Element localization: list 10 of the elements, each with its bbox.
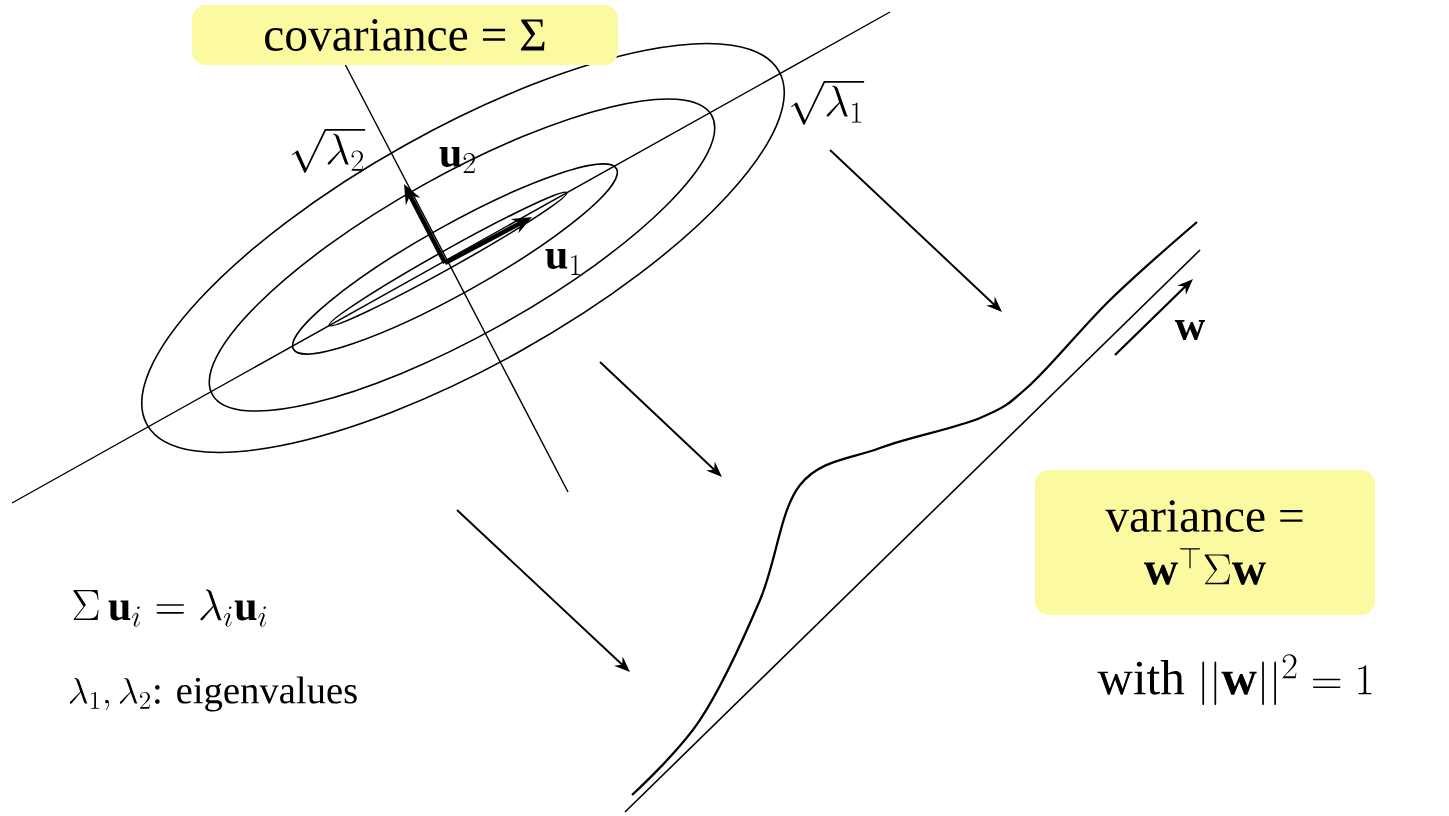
math-label: $\mathbf{u}_1$ [545, 249, 580, 275]
highlight-box: covariance = Σ [192, 5, 618, 65]
math-label: $\sqrt{\lambda_2}$ [292, 129, 366, 173]
math-label: $\mathbf{u}_2$ [439, 147, 475, 173]
math-label: $\mbox{with }||\mathbf{w}||^2=1$ [1097, 654, 1372, 706]
math-label: $\sqrt{\lambda_1}$ [791, 81, 865, 125]
highlight-box: variance = $\mathbf{w}^{\top}\Sigma\mathbf{w}$ [1035, 470, 1375, 615]
math-label: $\Sigma\,\mathbf{u}_i=\lambda_i\mathbf{u}_i$ [73, 589, 267, 627]
math-label: $\mathbf{w}$ [1174, 320, 1205, 340]
math-label: $\lambda_1,\lambda_2\mbox{: eigenvalues}$ [69, 676, 357, 712]
